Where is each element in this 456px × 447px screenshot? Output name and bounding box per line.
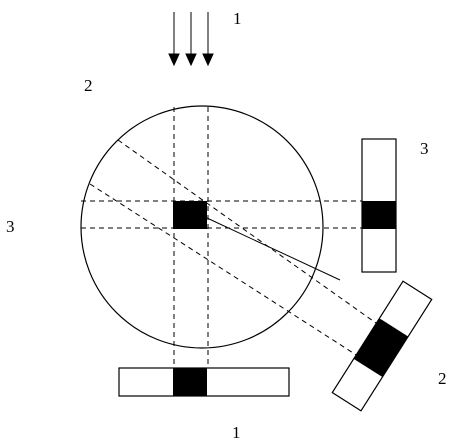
label-source-3: 3 xyxy=(6,217,15,236)
central-object xyxy=(173,201,207,229)
detector-2 xyxy=(331,280,433,412)
label-detector-3: 3 xyxy=(420,139,429,158)
object-edge-ray xyxy=(206,217,341,281)
label-source-2: 2 xyxy=(84,76,93,95)
detector-1-shadow xyxy=(173,368,207,396)
label-detector-1: 1 xyxy=(232,423,241,442)
detector-3-shadow xyxy=(362,201,396,229)
detector-3 xyxy=(361,138,397,273)
projection-rays xyxy=(81,107,384,368)
label-source-1: 1 xyxy=(233,9,242,28)
detector-1 xyxy=(118,367,290,397)
beam-arrows xyxy=(168,12,214,67)
detector-2-shadow xyxy=(353,318,409,378)
object-circle xyxy=(80,105,324,349)
label-detector-2: 2 xyxy=(438,369,447,388)
